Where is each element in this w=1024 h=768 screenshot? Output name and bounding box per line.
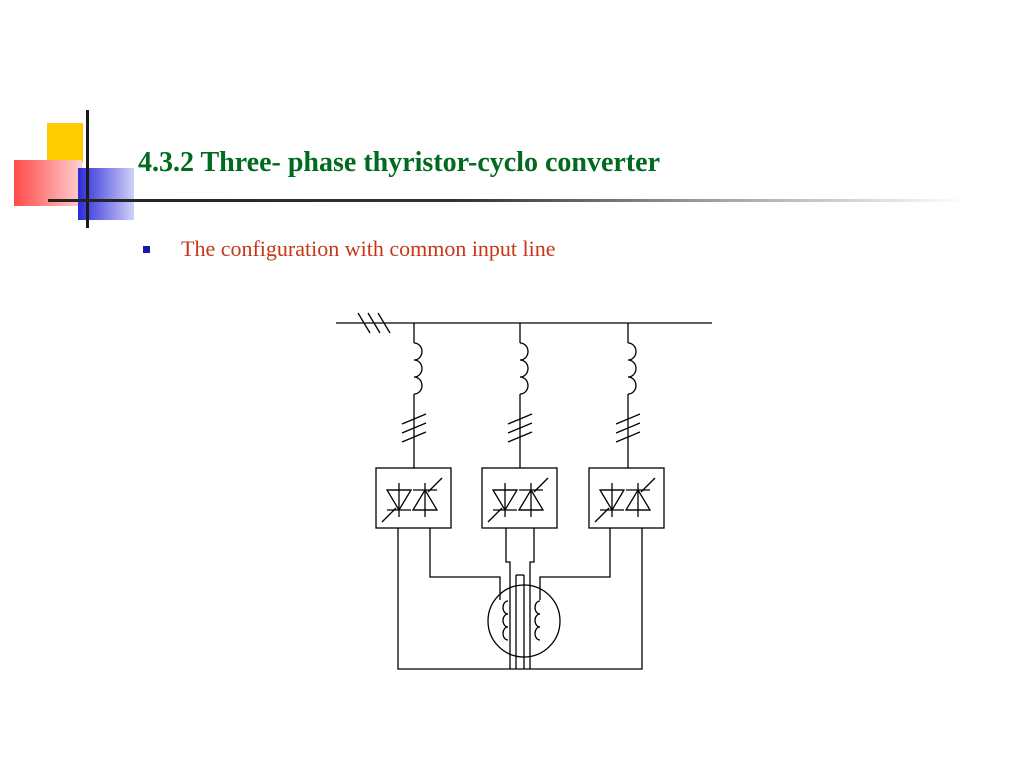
thyristor-pair-phase-a: [381, 477, 443, 523]
inductor-phase-b: [519, 342, 529, 395]
line-marker-phase-a: [401, 413, 427, 443]
decor-red-square: [14, 160, 82, 206]
motor-circle: [487, 584, 561, 658]
branch-phase-a: [375, 323, 452, 529]
decor-vertical-line: [86, 110, 89, 228]
motor-winding-right: [534, 600, 541, 641]
thyristor-bridge-phase-a: [375, 467, 452, 529]
line-marker-phase-b: [507, 413, 533, 443]
thyristor-bridge-phase-b: [481, 467, 558, 529]
bullet-text: The configuration with common input line: [181, 236, 556, 261]
bullet-marker-icon: [143, 245, 150, 253]
thyristor-pair-phase-b: [487, 477, 549, 523]
motor: [487, 584, 561, 658]
input-line-three-phase-marker: [357, 312, 391, 334]
inductor-phase-a: [413, 342, 423, 395]
slide-title: 4.3.2 Three- phase thyristor-cyclo conve…: [138, 147, 661, 178]
line-marker-phase-c: [615, 413, 641, 443]
branch-phase-c: [588, 323, 665, 529]
thyristor-pair-phase-c: [594, 477, 656, 523]
output-wiring: [397, 528, 643, 670]
inductor-phase-c: [627, 342, 637, 395]
thyristor-bridge-phase-c: [588, 467, 665, 529]
branch-phase-b: [481, 323, 558, 529]
motor-winding-left: [502, 600, 509, 641]
decor-yellow-square: [47, 123, 83, 163]
title-underline: [48, 199, 968, 202]
bullet-item: The configuration with common input line: [143, 236, 556, 262]
